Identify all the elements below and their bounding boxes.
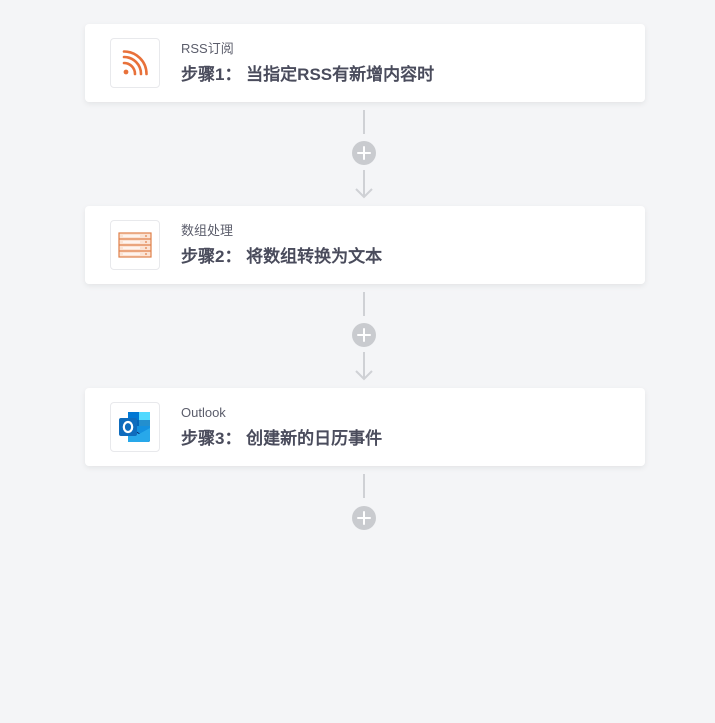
step-card-2[interactable]: 数组处理 步骤2： 将数组转换为文本	[85, 206, 645, 284]
step-card-3[interactable]: Outlook 步骤3： 创建新的日历事件	[85, 388, 645, 466]
step-3-title: 步骤3： 创建新的日历事件	[181, 429, 383, 448]
outlook-icon	[119, 412, 150, 442]
step-3-icon-box	[110, 402, 160, 452]
add-step-button-1[interactable]	[352, 141, 376, 165]
step-2-title: 步骤2： 将数组转换为文本	[181, 247, 383, 266]
connector-line	[363, 474, 365, 498]
connector-line	[363, 292, 365, 316]
connector-2	[340, 290, 388, 382]
connector-line	[363, 110, 365, 134]
step-2-app-name: 数组处理	[181, 223, 234, 238]
connector-1	[340, 108, 388, 200]
step-1-title: 步骤1： 当指定RSS有新增内容时	[181, 65, 435, 84]
rss-icon	[122, 50, 148, 76]
add-step-button-2[interactable]	[352, 323, 376, 347]
connector-3	[340, 472, 388, 536]
add-step-button-3[interactable]	[352, 506, 376, 530]
step-1-app-name: RSS订阅	[181, 41, 234, 56]
step-3-app-name: Outlook	[181, 405, 226, 420]
step-1-icon-box	[110, 38, 160, 88]
arrow-down-icon	[355, 352, 373, 381]
array-list-icon	[118, 232, 152, 258]
step-card-1[interactable]: RSS订阅 步骤1： 当指定RSS有新增内容时	[85, 24, 645, 102]
arrow-down-icon	[355, 170, 373, 199]
step-2-icon-box	[110, 220, 160, 270]
